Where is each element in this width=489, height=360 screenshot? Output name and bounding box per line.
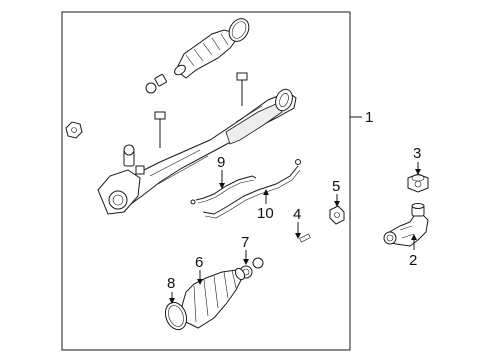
callout-9-arrow [219, 183, 225, 189]
inner-tie-rod-4 [252, 227, 327, 269]
callout-4: 4 [293, 206, 301, 223]
mounting-bolt-upper [236, 72, 248, 106]
clamp-ring-8 [164, 301, 188, 331]
callout-6: 6 [195, 254, 203, 271]
callout-3-arrow [415, 169, 421, 175]
callout-5-arrow [334, 201, 340, 207]
upper-inner-tie-rod [65, 82, 157, 139]
callout-6-arrow [197, 279, 203, 285]
callout-9: 9 [217, 154, 225, 171]
callout-2: 2 [409, 252, 417, 269]
assembly-frame [61, 11, 351, 351]
callout-5: 5 [332, 178, 340, 195]
callout-8-arrow [169, 298, 175, 304]
callout-1: 1 [365, 109, 373, 126]
jam-nut-5 [329, 205, 345, 225]
steering-gear-housing [97, 88, 297, 215]
mounting-bolt-lower [154, 111, 166, 148]
callout-7-arrow [243, 259, 249, 265]
castle-nut-3 [407, 173, 429, 193]
callout-10: 10 [257, 205, 274, 222]
bellows-boot-6 [181, 267, 246, 329]
callout-4-arrow [295, 233, 301, 239]
upper-clamp-ring [228, 18, 250, 42]
callout-3: 3 [413, 145, 421, 162]
upper-bellows-boot [174, 29, 237, 79]
callout-2-arrow [411, 234, 417, 240]
inner-nut-upper [154, 73, 167, 87]
callout-10-arrow [263, 189, 269, 195]
return-line-10 [202, 159, 301, 219]
callout-7: 7 [241, 234, 249, 251]
callout-8: 8 [167, 275, 175, 292]
outer-tie-rod-end-2 [383, 203, 429, 247]
pressure-line-9 [190, 175, 257, 205]
